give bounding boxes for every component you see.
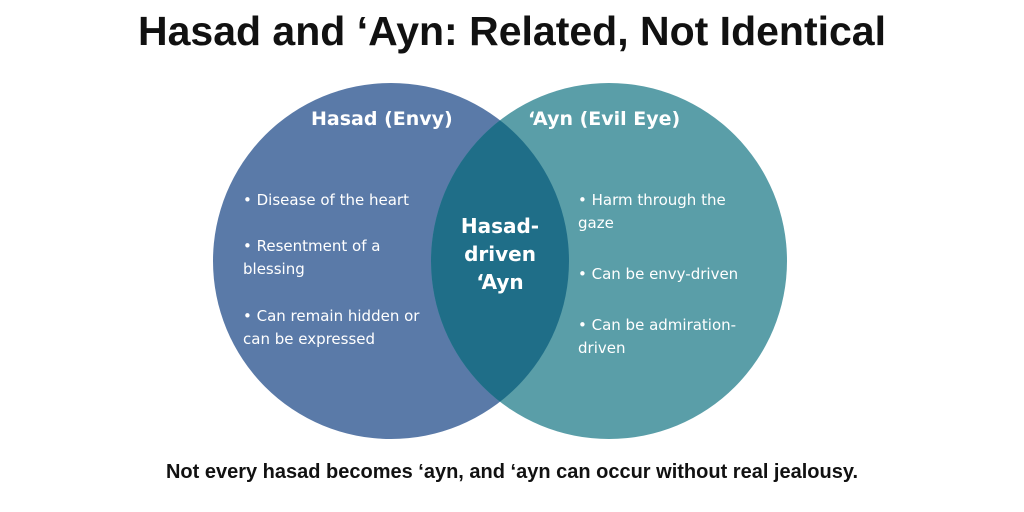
hasad-item: • Resentment of a blessing — [243, 237, 381, 278]
ayn-item: • Can be admiration-driven — [578, 316, 737, 357]
overlap-label: Hasad- driven ‘Ayn — [440, 212, 560, 296]
ayn-item: • Harm through the gaze — [578, 191, 726, 232]
hasad-item: • Disease of the heart — [243, 191, 409, 209]
hasad-item: • Can remain hidden or can be expressed — [243, 307, 420, 348]
overlap-region — [431, 83, 569, 439]
overlap-label-line: ‘Ayn — [476, 270, 524, 294]
page-title: Hasad and ‘Ayn: Related, Not Identical — [137, 8, 886, 54]
overlap-label-line: driven — [464, 242, 536, 266]
ayn-heading: ‘Ayn (Evil Eye) — [528, 108, 681, 130]
hasad-heading: Hasad (Envy) — [311, 108, 453, 130]
footer-note: Not every hasad becomes ‘ayn, and ‘ayn c… — [165, 461, 859, 483]
ayn-item: • Can be envy-driven — [578, 265, 739, 283]
overlap-label-line: Hasad- — [460, 214, 540, 238]
